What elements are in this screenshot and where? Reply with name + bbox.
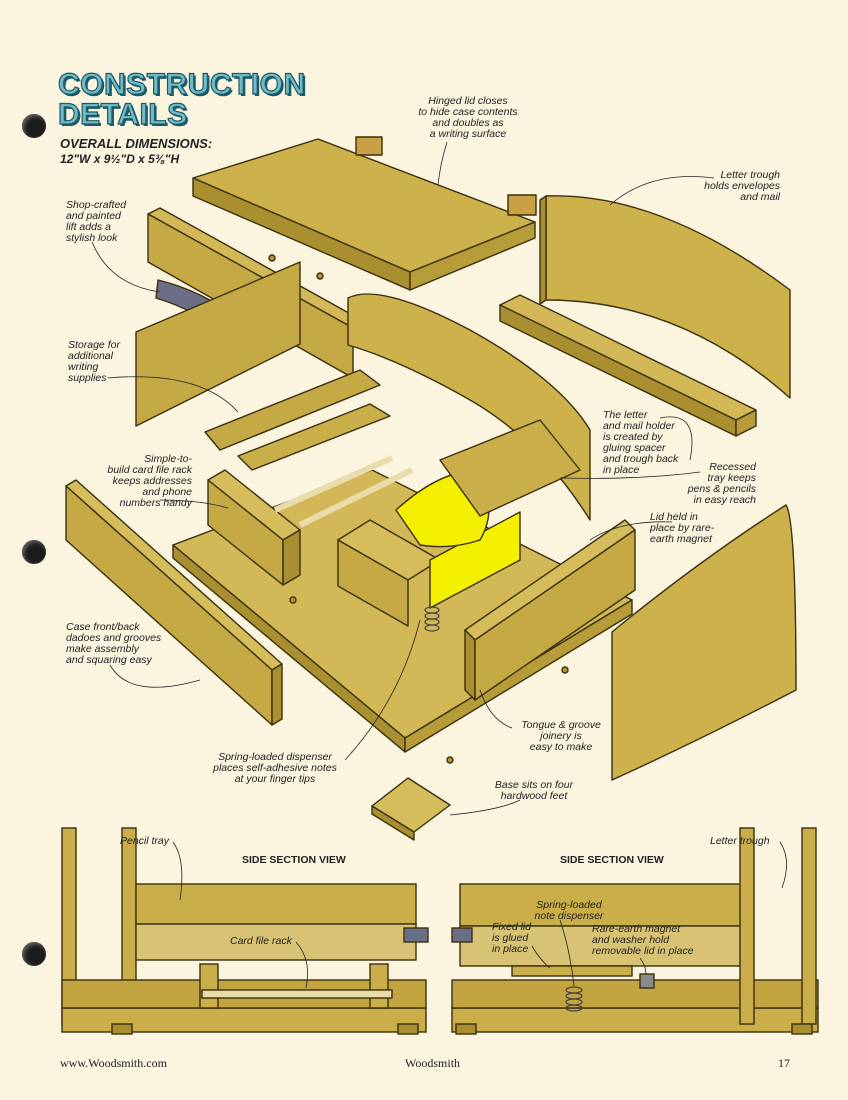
inner-wall bbox=[204, 369, 381, 451]
label-card-file-rack: Card file rack bbox=[230, 935, 292, 947]
curved-divider bbox=[347, 293, 591, 521]
binder-hole-top bbox=[22, 114, 46, 138]
spring-icon bbox=[565, 986, 583, 1012]
binder-hole-bottom bbox=[22, 942, 46, 966]
callout-letter-trough: Letter trough holds envelopes and mail bbox=[704, 169, 780, 203]
hardwood-foot bbox=[371, 777, 451, 841]
footer-url[interactable]: www.Woodsmith.com bbox=[60, 1056, 167, 1070]
spring-icon bbox=[424, 606, 440, 632]
storage-panel bbox=[135, 261, 301, 427]
rack-rod bbox=[298, 467, 414, 528]
footer-magazine: Woodsmith bbox=[405, 1056, 461, 1070]
callout-recessed-tray: Recessed tray keeps pens & pencils in ea… bbox=[687, 461, 756, 506]
callout-tongue-groove: Tongue & groove joinery is easy to make bbox=[521, 719, 601, 753]
label-fixed-lid: Fixed lid is glued in place bbox=[492, 921, 532, 955]
binder-hole-middle bbox=[22, 540, 46, 564]
page-number: 17 bbox=[778, 1056, 790, 1070]
case-front-left bbox=[65, 479, 283, 726]
label-letter-trough: Letter trough bbox=[710, 835, 770, 847]
dimensions-value: 12"W x 9½"D x 5⅜"H bbox=[60, 152, 180, 166]
left-section-view bbox=[61, 827, 429, 1035]
label-pencil-tray: Pencil tray bbox=[120, 835, 170, 847]
callout-storage: Storage for additional writing supplies bbox=[68, 339, 120, 384]
callout-feet: Base sits on four hardwood feet bbox=[494, 779, 574, 802]
letter-trough-back bbox=[539, 195, 791, 399]
callout-lift: Shop-crafted and painted lift adds a sty… bbox=[66, 199, 127, 244]
case-side-right bbox=[611, 504, 797, 781]
callout-dispenser: Spring-loaded dispenser places self-adhe… bbox=[213, 751, 337, 785]
callout-dadoes: Case front/back dadoes and grooves make … bbox=[66, 621, 162, 666]
card-file-rack bbox=[207, 469, 301, 586]
hinge-icon bbox=[355, 136, 383, 156]
page-title: CONSTRUCTION DETAILS bbox=[57, 68, 306, 131]
title-line-1: CONSTRUCTION bbox=[57, 68, 306, 101]
trough-spacer bbox=[499, 294, 757, 437]
dimensions-label: OVERALL DIMENSIONS: bbox=[60, 136, 213, 151]
leader-lines bbox=[91, 141, 715, 816]
callout-card-rack: Simple-to- build card file rack keeps ad… bbox=[107, 453, 192, 509]
right-section-view bbox=[451, 827, 819, 1035]
rack-rod bbox=[273, 455, 394, 513]
screw-icon bbox=[268, 254, 569, 764]
right-section-title: SIDE SECTION VIEW bbox=[560, 854, 664, 866]
callout-lid-magnet: Lid held in place by rare- earth magnet bbox=[650, 511, 715, 545]
left-section-title: SIDE SECTION VIEW bbox=[242, 854, 346, 866]
callout-hinged-lid: Hinged lid closes to hide case contents … bbox=[418, 95, 518, 140]
callout-letter-holder: The letter and mail holder is created by… bbox=[603, 409, 679, 476]
recessed-tray bbox=[439, 419, 581, 517]
note-dispenser-box bbox=[337, 511, 521, 627]
title-line-2: DETAILS bbox=[57, 98, 188, 131]
hinge-icon bbox=[507, 194, 537, 216]
inner-wall bbox=[237, 403, 391, 471]
label-magnet: Rare-earth magnet and washer hold remova… bbox=[592, 923, 694, 957]
front-rail bbox=[464, 519, 636, 701]
hinged-lid bbox=[192, 138, 536, 291]
label-note-dispenser: Spring-loaded note dispenser bbox=[534, 899, 604, 922]
